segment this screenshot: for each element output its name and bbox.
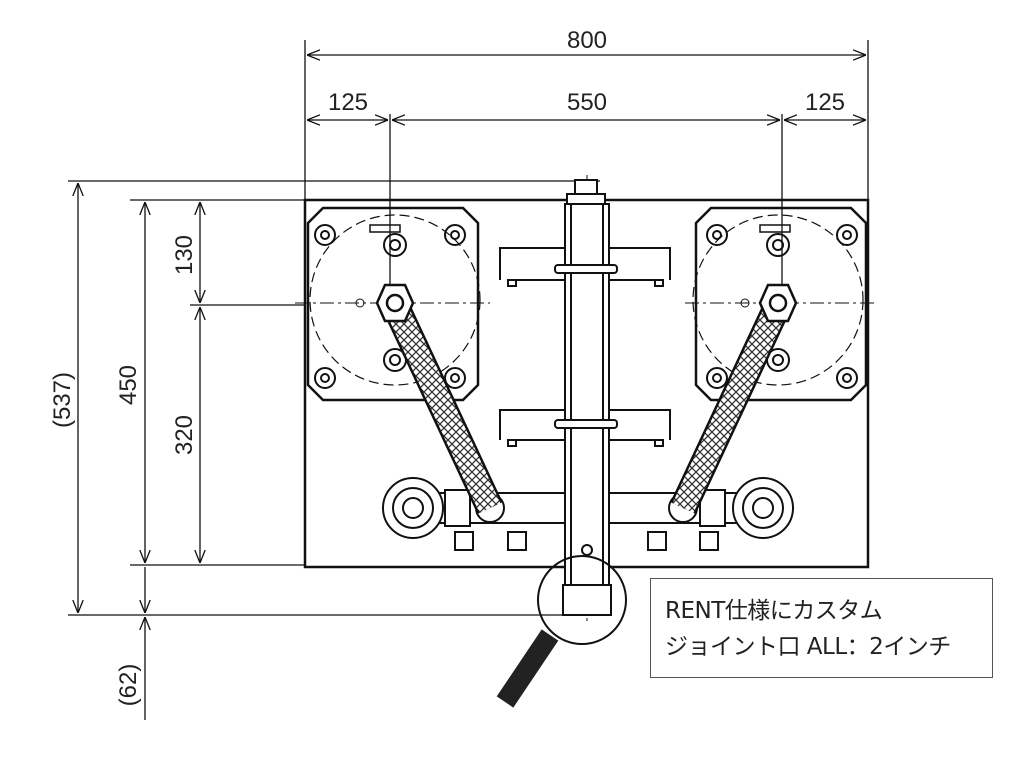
dim-right-offset: 125 — [805, 89, 845, 116]
right-motor-mount — [692, 206, 868, 402]
dim-overall-width: 800 — [567, 27, 607, 54]
left-motor-mount — [306, 206, 481, 402]
dim-lower-height: 320 — [171, 415, 198, 455]
magnifier-icon — [496, 555, 627, 708]
note-line-2: ジョイント口 ALL：2インチ — [665, 634, 951, 660]
center-pipe — [554, 179, 618, 616]
dim-protrusion: (62) — [115, 664, 142, 707]
dim-center-span: 550 — [567, 89, 607, 116]
note-line-1: RENT仕様にカスタム — [665, 598, 883, 624]
dim-left-offset: 125 — [328, 89, 368, 116]
braided-hoses — [375, 283, 798, 514]
annotation-box: RENT仕様にカスタム ジョイント口 ALL：2インチ — [650, 578, 993, 678]
dim-upper-height: 130 — [171, 235, 198, 275]
dimension-lines — [68, 40, 869, 720]
dim-plate-height: 450 — [115, 365, 142, 405]
dim-overall-height: (537) — [49, 372, 76, 428]
